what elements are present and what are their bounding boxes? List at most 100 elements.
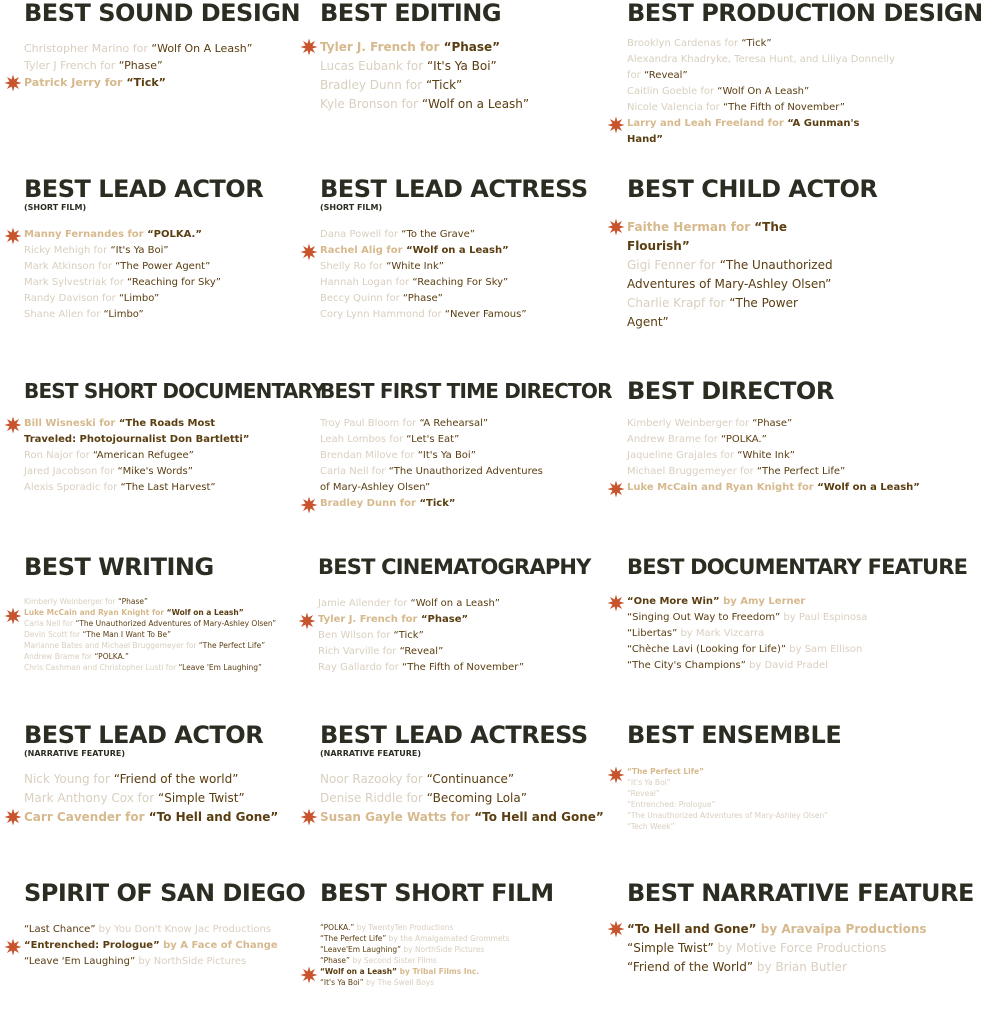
winner-entry: Luke McCain and Ryan Knight for “Wolf on… (4, 607, 394, 625)
film-title: “Tick” (126, 76, 166, 89)
category-title: BEST NARRATIVE FEATURE (627, 879, 974, 907)
film-title: “Let's Eat” (406, 434, 460, 445)
nominee-entry: Andrew Brame for “POLKA.” (627, 432, 994, 448)
nominee-name: Bradley Dunn for (320, 498, 420, 509)
film-title: “Simple Twist” (157, 791, 245, 805)
film-title: “Reveal” (399, 646, 444, 657)
film-title: “POLKA.” (721, 434, 767, 445)
nominee-entry: “Reveal” (627, 788, 994, 799)
winner-star-icon (607, 480, 625, 498)
nominee-name: Faithe Herman for (627, 220, 755, 234)
category-best-sound-design: BEST SOUND DESIGN Christopher Marino for… (4, 0, 394, 92)
nominee-list: Jamie Allender for “Wolf on a Leash”Tyle… (298, 596, 688, 676)
nominee-entry: Michael Bruggemeyer for “The Perfect Lif… (627, 464, 994, 480)
nominee-entry: Shelly Ro for “White Ink” (320, 259, 690, 275)
nominee-name: Carla Nell for (24, 619, 76, 628)
nominee-entry: “The Unauthorized Adventures of Mary-Ash… (627, 810, 994, 821)
film-title: “Chèche Lavi (Looking for Life)” (627, 644, 787, 655)
film-title: “Last Chance” (24, 924, 96, 935)
film-title: “POLKA.” (320, 923, 355, 932)
nominee-entry: Ray Gallardo for “The Fifth of November” (318, 660, 688, 676)
winner-entry: Bill Wisneski for “The Roads Most Travel… (4, 416, 264, 448)
nominee-entry: “Entrenched: Prologue” (627, 799, 994, 810)
category-best-lead-actress-short: BEST LEAD ACTRESS (SHORT FILM) Dana Powe… (300, 175, 690, 323)
nominee-name: by NorthSide Pictures (135, 956, 247, 967)
film-title: “The Last Harvest” (120, 482, 216, 493)
nominee-entry: Bradley Dunn for “Tick” (320, 76, 690, 95)
nominee-entry: Ricky Mehigh for “It's Ya Boi” (24, 243, 394, 259)
film-title: “Wolf On A Leash” (717, 86, 810, 97)
film-title: “The Fifth of November” (722, 102, 845, 113)
film-title: “The Unauthorized Adventures of Mary-Ash… (627, 258, 833, 291)
winner-entry: “Wolf on a Leash” by Tribal Films Inc. (300, 966, 690, 984)
nominee-name: Bill Wisneski for (24, 418, 119, 429)
category-title: BEST DOCUMENTARY FEATURE (627, 555, 968, 579)
winner-star-icon (607, 920, 625, 938)
nominee-entry: Tyler J French for “Phase” (24, 57, 394, 74)
nominee-name: Jared Jacobson for (24, 466, 118, 477)
nominee-entry: “Friend of the World” by Brian Butler (627, 958, 994, 977)
category-best-first-time-director: BEST FIRST TIME DIRECTOR Troy Paul Bloom… (300, 378, 690, 514)
nominee-entry: “Tech Week” (627, 821, 994, 832)
winner-entry: Faithe Herman for “The Flourish” (607, 218, 842, 256)
nominee-name: Mark Atkinson for (24, 261, 116, 272)
nominee-name: by Amy Lerner (719, 596, 806, 607)
nominee-name: Rich Varville for (318, 646, 400, 657)
category-best-short-film: BEST SHORT FILM “POLKA.” by TwentyTen Pr… (300, 880, 690, 988)
category-best-lead-actress-narrative: BEST LEAD ACTRESS (NARRATIVE FEATURE) No… (300, 722, 690, 827)
film-title: “Never Famous” (444, 309, 527, 320)
category-best-lead-actor-short: BEST LEAD ACTOR (SHORT FILM) Manny Ferna… (4, 176, 394, 323)
nominee-entry: “Simple Twist” by Motive Force Productio… (627, 939, 994, 958)
film-title: “Leave 'Em Laughing” (24, 956, 136, 967)
film-title: “The Fifth of November” (402, 662, 525, 673)
category-best-ensemble: BEST ENSEMBLE “The Perfect Life”“It's Ya… (607, 722, 994, 832)
nominee-name: Mark Sylvestriak for (24, 277, 127, 288)
nominee-entry: Kimberly Weinberger for “Phase” (24, 596, 394, 607)
film-title: “Phase” (443, 40, 501, 54)
nominee-name: Cory Lynn Hammond for (320, 309, 445, 320)
nominee-name: Kyle Bronson for (320, 97, 422, 111)
film-title: “The City's Champions” (627, 660, 746, 671)
film-title: “Reveal” (643, 70, 688, 81)
winner-star-icon (300, 966, 318, 984)
film-title: “Reaching for Sky” (127, 277, 221, 288)
nominee-name: Gigi Fenner for (627, 258, 720, 272)
winner-star-icon (4, 227, 22, 245)
nominee-name: Marianne Bates and Michael Bruggemeyer f… (24, 641, 199, 650)
winner-entry: Rachel Alig for “Wolf on a Leash” (300, 243, 690, 261)
film-title: “It's Ya Boi” (417, 450, 476, 461)
category-title: BEST DIRECTOR (627, 377, 834, 405)
film-title: “The Power Agent” (627, 296, 798, 329)
film-title: “The Perfect Life” (198, 641, 266, 650)
film-title: “Leave 'Em Laughing” (178, 663, 262, 672)
winner-entry: Tyler J. French for “Phase” (300, 38, 690, 57)
nominee-name: Shelly Ro for (320, 261, 387, 272)
nominee-name: Kimberly Weinberger for (24, 597, 118, 606)
winner-star-icon (300, 496, 318, 514)
nominee-entry: Ben Wilson for “Tick” (318, 628, 688, 644)
winner-entry: Manny Fernandes for “POLKA.” (4, 227, 394, 245)
category-title: BEST LEAD ACTRESS (320, 175, 588, 203)
nominee-name: Chris Cashman and Christopher Lusti for (24, 663, 179, 672)
category-title: BEST LEAD ACTOR (24, 721, 264, 749)
film-title: “The Man I Want To Be” (82, 630, 172, 639)
nominee-list: Christopher Marino for “Wolf On A Leash”… (4, 40, 394, 92)
nominee-name: Michael Bruggemeyer for (627, 466, 757, 477)
nominee-entry: Nicole Valencia for “The Fifth of Novemb… (627, 100, 897, 116)
category-best-short-documentary: BEST SHORT DOCUMENTARY Bill Wisneski for… (4, 378, 394, 496)
nominee-name: Ron Najor for (24, 450, 93, 461)
nominee-entry: Mark Sylvestriak for “Reaching for Sky” (24, 275, 394, 291)
nominee-name: Brooklyn Cardenas for (627, 38, 742, 49)
nominee-name: Larry and Leah Freeland for (627, 118, 788, 129)
film-title: “Mike's Words” (117, 466, 193, 477)
film-title: “Phase” (118, 59, 163, 72)
nominee-name: Mark Anthony Cox for (24, 791, 158, 805)
category-best-writing: BEST WRITING Kimberly Weinberger for “Ph… (4, 554, 394, 673)
category-title: BEST EDITING (320, 0, 502, 27)
nominee-name: by Aravaipa Productions (756, 922, 927, 936)
nominee-entry: Charlie Krapf for “The Power Agent” (627, 294, 842, 332)
category-subtitle: (SHORT FILM) (24, 203, 87, 212)
nominee-entry: Leah Lombos for “Let's Eat” (320, 432, 550, 448)
nominee-entry: Mark Atkinson for “The Power Agent” (24, 259, 394, 275)
winner-star-icon (607, 218, 625, 236)
